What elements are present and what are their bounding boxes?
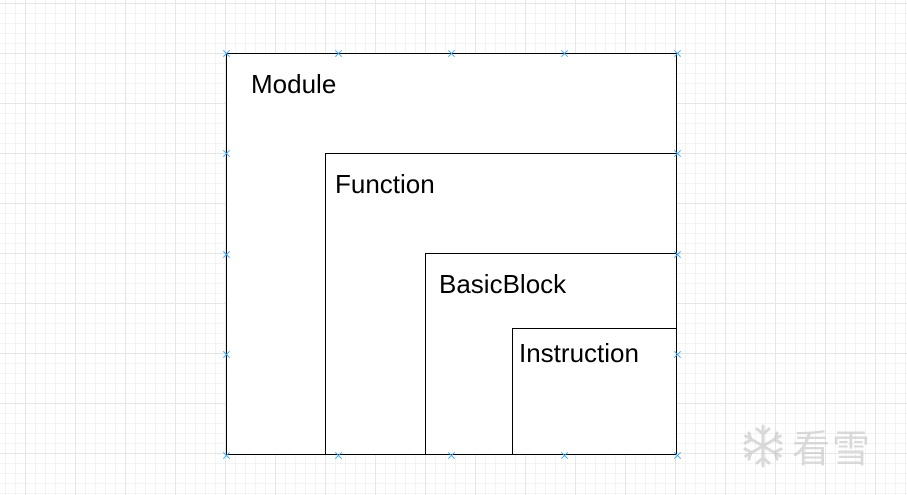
- basicblock-label: BasicBlock: [439, 269, 567, 299]
- connection-point[interactable]: [335, 452, 342, 459]
- connection-point[interactable]: [223, 351, 230, 358]
- connection-point[interactable]: [674, 351, 681, 358]
- resize-handle-top[interactable]: [448, 50, 455, 57]
- resize-handle-left[interactable]: [223, 251, 230, 258]
- module-label: Module: [251, 69, 337, 99]
- connection-point[interactable]: [561, 452, 568, 459]
- connection-point[interactable]: [335, 50, 342, 57]
- snowflake-icon: [740, 423, 786, 469]
- instruction-box[interactable]: Instruction: [512, 328, 677, 455]
- instruction-label: Instruction: [519, 338, 639, 368]
- resize-handle-bottom-left[interactable]: [223, 452, 230, 459]
- connection-point[interactable]: [561, 50, 568, 57]
- resize-handle-right[interactable]: [674, 251, 681, 258]
- connection-point[interactable]: [674, 150, 681, 157]
- resize-handle-top-right[interactable]: [674, 50, 681, 57]
- resize-handle-top-left[interactable]: [223, 50, 230, 57]
- resize-handle-bottom-right[interactable]: [674, 452, 681, 459]
- connection-point[interactable]: [223, 150, 230, 157]
- watermark-text: 看雪: [792, 427, 873, 471]
- watermark: 看雪: [740, 418, 872, 473]
- resize-handle-bottom[interactable]: [448, 452, 455, 459]
- function-label: Function: [335, 169, 435, 199]
